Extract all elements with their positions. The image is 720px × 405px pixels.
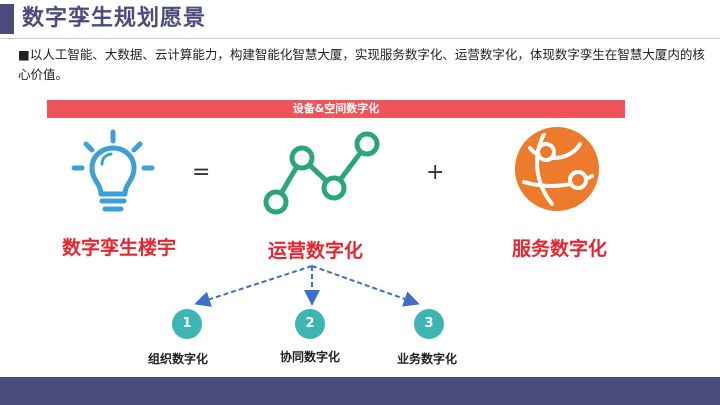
lightbulb-icon — [71, 129, 155, 212]
equals-sign: = — [192, 160, 211, 185]
label-digital-twin-building: 数字孪生楼宇 — [62, 237, 177, 259]
banner-device-space: 设备&空间数字化 — [47, 100, 625, 118]
label-organization-digital: 组织数字化 — [148, 352, 209, 366]
title-bar: 数字孪生规划愿景 — [0, 0, 720, 39]
label-operations-digital: 运营数字化 — [268, 240, 364, 262]
label-service-digital: 服务数字化 — [512, 238, 608, 260]
globe-network-icon — [513, 125, 601, 213]
intro-paragraph: ■以人工智能、大数据、云计算能力，构建智能化智慧大厦，实现服务数字化、运营数字化… — [18, 45, 708, 85]
intro-text: 以人工智能、大数据、云计算能力，构建智能化智慧大厦，实现服务数字化、运营数字化，… — [18, 47, 705, 82]
line-nodes-icon — [263, 131, 380, 215]
footer-bar — [0, 377, 720, 405]
label-business-digital: 业务数字化 — [397, 352, 458, 366]
step-circle-3: 3 — [414, 309, 444, 339]
page-title: 数字孪生规划愿景 — [22, 6, 207, 31]
step-circle-2: 2 — [295, 309, 325, 339]
title-accent-bar — [0, 4, 14, 34]
plus-sign: + — [426, 160, 445, 185]
step-circle-1: 1 — [172, 309, 202, 339]
bullet-square-icon: ■ — [18, 47, 30, 62]
label-collaboration-digital: 协同数字化 — [280, 350, 341, 364]
